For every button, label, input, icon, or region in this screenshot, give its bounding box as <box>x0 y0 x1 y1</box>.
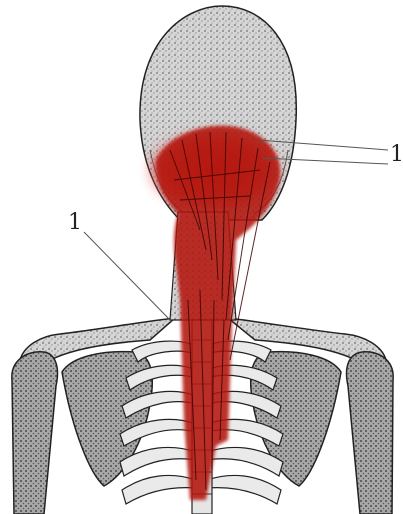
callout-label-right: 1 <box>390 144 403 166</box>
callout-label-left: 1 <box>68 212 82 234</box>
